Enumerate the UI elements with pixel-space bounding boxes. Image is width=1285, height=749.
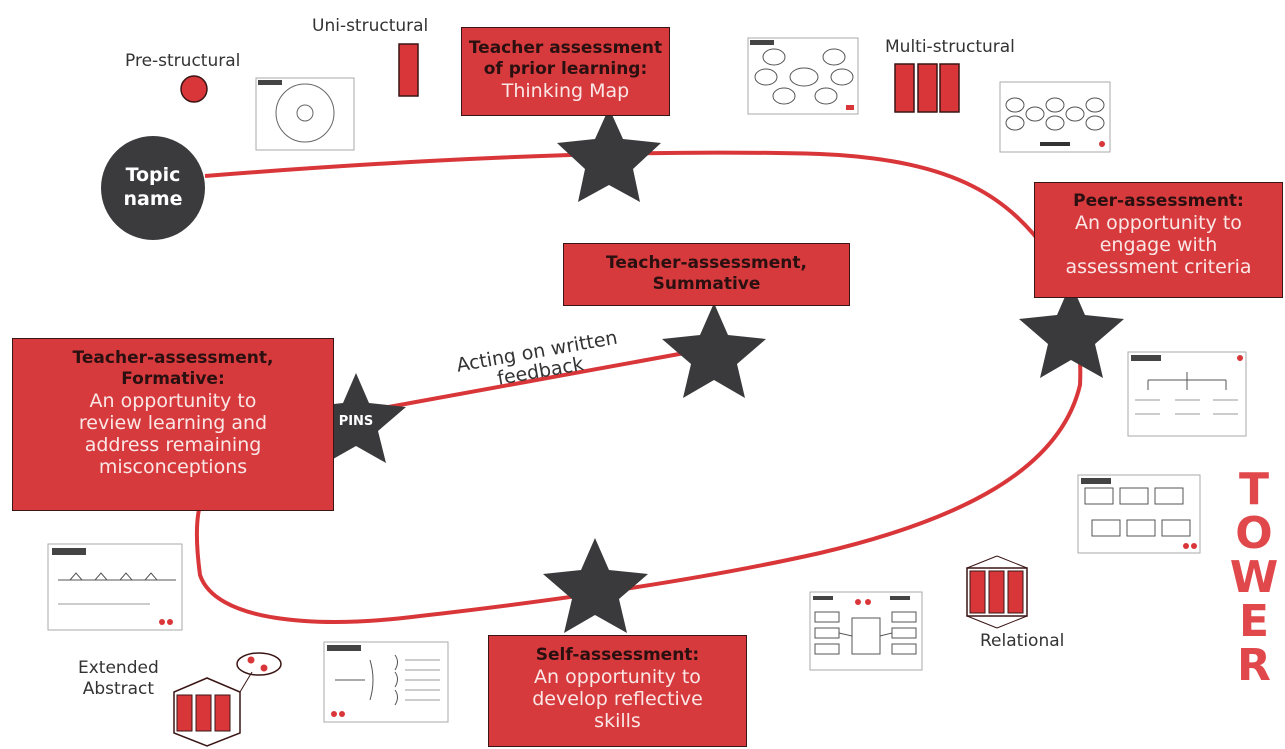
- topic-label-line1: Topic: [125, 164, 181, 186]
- uni-structural-block: [398, 43, 419, 97]
- relational-label: Relational: [980, 631, 1065, 651]
- self-assessment-desc-line2: develop reflective: [532, 688, 703, 710]
- formative-desc-line2: review learning and: [78, 412, 268, 434]
- pre-structural-label: Pre-structural: [125, 51, 241, 71]
- journey-path: [195, 150, 1083, 624]
- pre-structural-dot: [180, 75, 208, 103]
- tower-word: T O W E R: [1228, 468, 1280, 688]
- multi-structural-blocks: [894, 63, 960, 113]
- extended-abstract-blocks: [173, 652, 282, 747]
- thumbnail-circle-map: [255, 77, 355, 151]
- star-icon: [306, 373, 406, 463]
- formative-title-line2: Formative:: [121, 369, 225, 389]
- thumbnail-flow-map: [1077, 474, 1201, 554]
- formative-desc-line3: address remaining: [84, 434, 262, 456]
- extended-abstract-line1: Extended: [78, 658, 159, 678]
- prior-learning-desc: Thinking Map: [501, 80, 630, 102]
- tower-letter: O: [1235, 508, 1273, 559]
- uni-structural-label: Uni-structural: [312, 16, 429, 36]
- star-icon: [557, 108, 661, 202]
- formative-desc-line4: misconceptions: [98, 456, 248, 478]
- tower-letter: T: [1238, 464, 1269, 515]
- peer-assessment-title: Peer-assessment:: [1073, 191, 1244, 211]
- formative-box: Teacher-assessment, Formative: An opport…: [12, 338, 334, 511]
- formative-title-line1: Teacher-assessment,: [72, 348, 274, 368]
- summative-title-line1: Teacher-assessment,: [606, 253, 807, 273]
- pins-label: PINS: [338, 414, 374, 429]
- summative-title-line2: Summative: [652, 274, 761, 294]
- star-icon: [543, 538, 648, 633]
- thumbnail-double-bubble-map: [999, 81, 1111, 153]
- thumbnail-bubble-map: [747, 37, 859, 115]
- extended-abstract-line2: Abstract: [82, 679, 155, 699]
- summative-box: Teacher-assessment, Summative: [563, 243, 850, 306]
- peer-assessment-desc-line3: assessment criteria: [1065, 256, 1252, 278]
- feedback-path: [382, 346, 713, 410]
- prior-learning-box: Teacher assessment of prior learning: Th…: [461, 27, 670, 116]
- extended-abstract-label: Extended Abstract: [78, 658, 159, 700]
- peer-assessment-desc-line1: An opportunity to: [1075, 212, 1242, 234]
- self-assessment-desc-line3: skills: [594, 710, 641, 732]
- star-icon: [662, 303, 766, 398]
- thumbnail-brace-map: [323, 641, 449, 723]
- multi-structural-label: Multi-structural: [885, 37, 1015, 57]
- self-assessment-desc-line1: An opportunity to: [534, 666, 701, 688]
- thumbnail-multi-flow-map: [809, 591, 923, 671]
- self-assessment-box: Self-assessment: An opportunity to devel…: [488, 635, 747, 747]
- relational-blocks: [966, 555, 1028, 629]
- topic-label-line2: name: [123, 188, 183, 210]
- peer-assessment-box: Peer-assessment: An opportunity to engag…: [1034, 182, 1283, 298]
- star-icon: [1019, 283, 1124, 378]
- self-assessment-title: Self-assessment:: [535, 645, 700, 665]
- formative-desc-line1: An opportunity to: [89, 390, 257, 412]
- thumbnail-tree-map: [1127, 351, 1247, 437]
- peer-assessment-desc-line2: engage with: [1099, 234, 1218, 256]
- tower-letter: E: [1238, 596, 1270, 647]
- prior-learning-title-line2: of prior learning:: [483, 59, 648, 79]
- topic-circle: Topic name: [101, 136, 205, 240]
- prior-learning-title-line1: Teacher assessment: [468, 38, 663, 58]
- tower-letter: W: [1229, 552, 1279, 603]
- tower-letter: R: [1237, 640, 1271, 691]
- thumbnail-bridge-map: [47, 543, 183, 631]
